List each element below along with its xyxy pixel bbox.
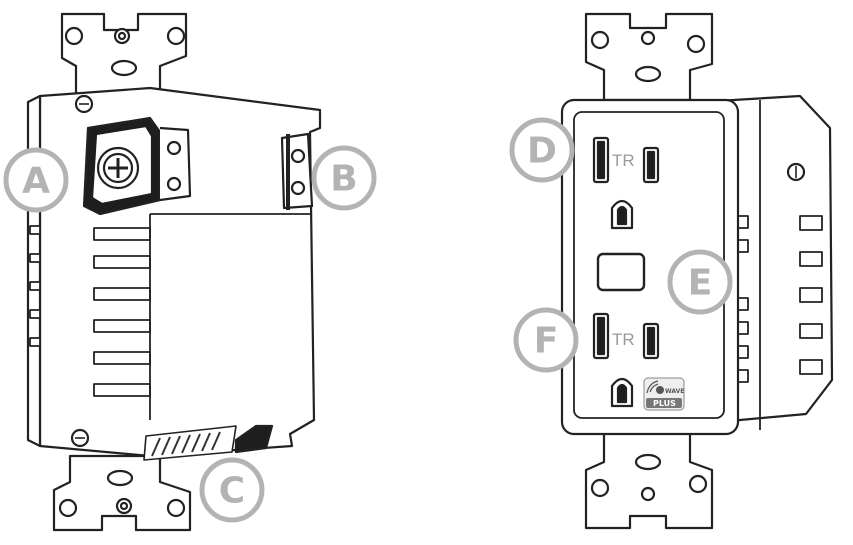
top-receptacle — [592, 136, 660, 230]
front-top-strap — [584, 12, 714, 102]
callout-c-letter: C — [219, 471, 245, 512]
front-bottom-strap — [584, 430, 714, 530]
bottom-receptacle — [592, 312, 660, 408]
bottom-latch-c — [143, 424, 274, 461]
callout-b: B — [311, 145, 377, 211]
callout-d: D — [509, 117, 575, 183]
callout-f-letter: F — [534, 321, 559, 362]
tr-label-bottom: TR — [612, 330, 635, 349]
callout-a: A — [3, 147, 69, 213]
zwave-plus-badge: WAVE PLUS — [643, 377, 685, 411]
callout-c: C — [199, 457, 265, 523]
callouts: A B C D E F — [3, 117, 733, 523]
terminal-block-a — [82, 116, 192, 216]
status-indicator-e — [596, 252, 646, 292]
outlet-back-view — [26, 12, 322, 532]
side-vents — [29, 225, 41, 347]
callout-a-letter: A — [22, 161, 50, 202]
terminal-block-b — [280, 132, 314, 210]
zwave-icon — [656, 386, 664, 394]
callout-d-letter: D — [527, 131, 557, 172]
top-mounting-strap — [60, 12, 188, 98]
bottom-mounting-strap — [52, 454, 192, 532]
callout-e: E — [667, 249, 733, 315]
outlet-front-view — [560, 12, 834, 530]
callout-f: F — [513, 307, 579, 373]
callout-b-letter: B — [330, 159, 357, 200]
callout-e-letter: E — [688, 263, 713, 304]
tr-label-top: TR — [612, 151, 635, 170]
badge-tier: PLUS — [653, 399, 676, 408]
badge-brand: WAVE — [665, 388, 684, 395]
